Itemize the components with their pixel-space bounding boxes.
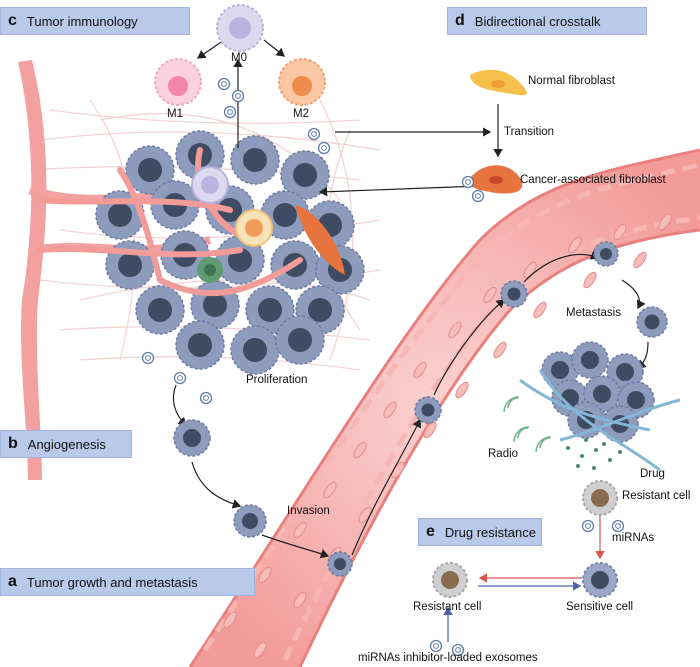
m2-label: M2 [293, 108, 309, 120]
exosome [581, 519, 595, 533]
radiation-and-drug [503, 369, 681, 472]
transition-label: Transition [504, 126, 555, 138]
proliferation-label: Proliferation [246, 374, 308, 386]
tumor-cell [230, 135, 280, 185]
metastatic-cluster [541, 341, 655, 443]
normal-fibroblast [470, 69, 527, 96]
inhibitor-exosomes-label: miRNAs inhibitor-loaded exosomes [358, 652, 538, 664]
panel-e-letter: e [426, 523, 435, 540]
radio-label: Radio [488, 448, 519, 460]
exosome [231, 89, 245, 103]
tumor-cell [414, 396, 442, 424]
normal-fibroblast-label: Normal fibroblast [528, 75, 615, 87]
exosome [611, 519, 625, 533]
tumor-cell [636, 306, 668, 338]
tumor-mass [37, 130, 365, 375]
macrophage-m1 [154, 58, 202, 106]
endothelial-cells [223, 213, 672, 659]
caf-label: Cancer-associated fibroblast [520, 174, 666, 186]
exosome [141, 351, 155, 365]
exosome [173, 371, 187, 385]
macrophage-m2 [278, 58, 326, 106]
tumor-cell [260, 190, 310, 240]
panel-a-title: Tumor growth and metastasis [26, 574, 198, 590]
exosome [451, 643, 465, 657]
exosomes [141, 77, 625, 657]
exosome [217, 77, 231, 91]
panel-b-label: b Angiogenesis [0, 430, 132, 458]
tumor-cell [280, 150, 330, 200]
macrophage-m0 [216, 4, 264, 52]
sensitive-cell [582, 562, 618, 598]
tumor-cell [275, 315, 325, 365]
invasion-label: Invasion [287, 505, 330, 517]
tumor-cell [327, 551, 353, 577]
metastasis-label: Metastasis [566, 307, 621, 319]
tumor-cell [606, 353, 644, 391]
migrating-tumor-cells [173, 241, 668, 577]
resistant-cell-bottom-label: Resistant cell [413, 601, 482, 613]
panel-a-label: a Tumor growth and metastasis [0, 568, 255, 596]
immune-cells [191, 166, 345, 283]
exosome [471, 189, 485, 203]
cancer-associated-fibroblast [469, 165, 523, 194]
arrows [172, 39, 649, 642]
panel-d-title: Bidirectional crosstalk [474, 13, 601, 29]
panel-e-label: e Drug resistance [418, 518, 542, 546]
tumor-cell [593, 241, 619, 267]
m0-label: M0 [231, 52, 247, 64]
exosome [461, 175, 475, 189]
panel-c-letter: c [8, 12, 17, 29]
panel-e-title: Drug resistance [444, 524, 536, 540]
exosome [317, 141, 331, 155]
tumor-cell [173, 419, 211, 457]
panel-b-letter: b [8, 435, 18, 452]
mirnas-label: miRNAs [612, 532, 655, 544]
exosome [307, 127, 321, 141]
panel-d-letter: d [455, 12, 465, 29]
tumor-cell [230, 325, 280, 375]
drug-label: Drug [640, 468, 665, 480]
panel-a-letter: a [8, 573, 17, 590]
panel-c-title: Tumor immunology [26, 13, 138, 29]
exosome [223, 105, 237, 119]
exosome [199, 391, 213, 405]
m1-label: M1 [167, 108, 183, 120]
tumor-cell [500, 280, 528, 308]
tumor-cell [125, 145, 175, 195]
resistant-cell-top-label: Resistant cell [622, 490, 691, 502]
tumor-cell [175, 320, 225, 370]
sensitive-cell-label: Sensitive cell [566, 601, 634, 613]
panel-d-label: d Bidirectional crosstalk [447, 7, 647, 35]
exosome [429, 639, 443, 653]
tumor-cell [571, 341, 609, 379]
tumor-cell [233, 504, 267, 538]
resistant-cell-bottom [432, 562, 468, 598]
panel-c-label: c Tumor immunology [0, 7, 190, 35]
panel-b-title: Angiogenesis [27, 436, 106, 452]
tumor-cell [135, 285, 185, 335]
tumor-cell [245, 285, 295, 335]
resistant-cell-top [582, 480, 618, 516]
